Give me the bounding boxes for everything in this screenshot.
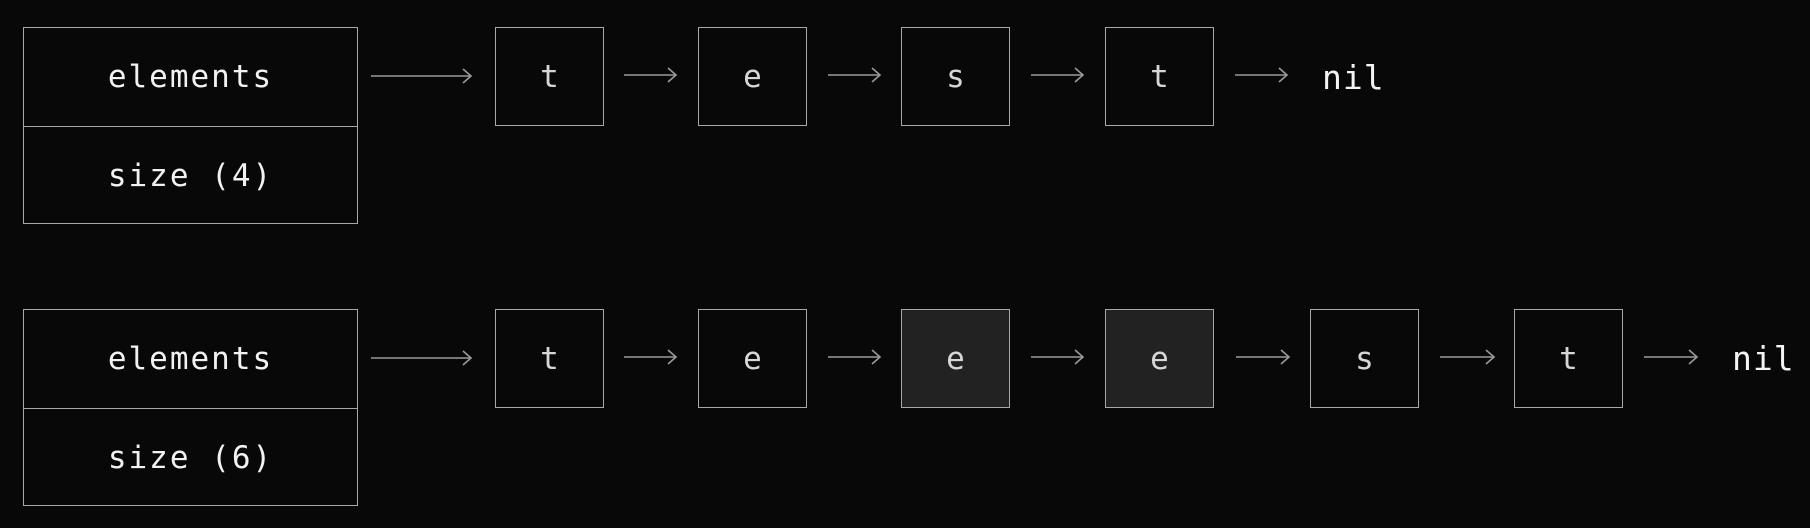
- list-node: e: [698, 27, 807, 126]
- arrow-icon: [1031, 67, 1085, 83]
- list-header-original: elements size (4): [23, 27, 358, 224]
- arrow-icon: [1236, 349, 1291, 365]
- arrow-icon: [371, 350, 473, 366]
- arrow-icon: [1440, 349, 1496, 365]
- list-node: e: [698, 309, 807, 408]
- list-node-inserted: e: [1105, 309, 1214, 408]
- arrow-icon: [624, 349, 678, 365]
- arrow-icon: [1031, 349, 1085, 365]
- elements-field: elements: [107, 341, 274, 377]
- list-node: t: [495, 27, 604, 126]
- size-field: size (6): [24, 408, 357, 507]
- nil-terminator: nil: [1732, 339, 1795, 378]
- list-node: t: [1514, 309, 1623, 408]
- arrow-icon: [1644, 349, 1699, 365]
- nil-terminator: nil: [1322, 58, 1385, 97]
- list-node: t: [1105, 27, 1214, 126]
- arrow-icon: [828, 349, 882, 365]
- elements-field: elements: [107, 59, 274, 95]
- arrow-icon: [828, 67, 882, 83]
- size-field: size (4): [24, 126, 357, 225]
- list-node: s: [1310, 309, 1419, 408]
- list-node: s: [901, 27, 1010, 126]
- list-header-modified: elements size (6): [23, 309, 358, 506]
- arrow-icon: [624, 67, 678, 83]
- list-node: t: [495, 309, 604, 408]
- arrow-icon: [371, 68, 473, 84]
- list-node-inserted: e: [901, 309, 1010, 408]
- arrow-icon: [1235, 67, 1289, 83]
